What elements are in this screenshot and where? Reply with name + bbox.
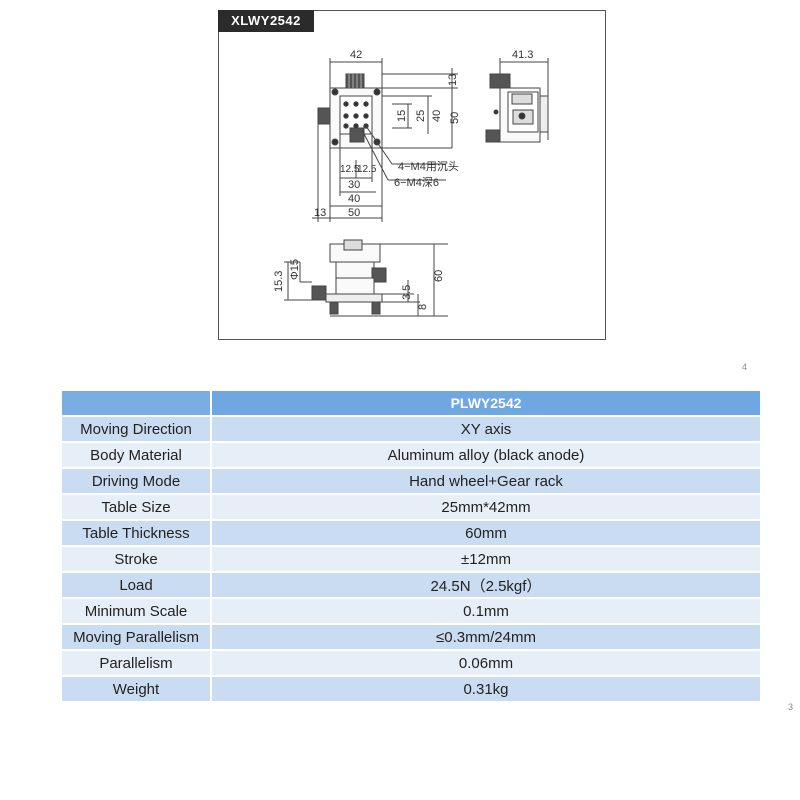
dim-15-inner: 15 xyxy=(396,110,408,122)
row-value: 24.5N（2.5kgf） xyxy=(212,573,760,599)
table-row: Body Material Aluminum alloy (black anod… xyxy=(62,443,760,469)
row-label: Table Thickness xyxy=(62,521,212,547)
row-label: Parallelism xyxy=(62,651,212,677)
technical-drawing: 42 13 40 50 15 25 12.5 12.5 30 40 13 50 … xyxy=(273,49,549,317)
row-label: Driving Mode xyxy=(62,469,212,495)
dim-41-3: 41.3 xyxy=(512,49,533,61)
dim-42: 42 xyxy=(350,49,362,61)
page-number-upper: 4 xyxy=(742,362,748,372)
dim-60: 60 xyxy=(433,270,445,282)
table-row: Weight 0.31kg xyxy=(62,677,760,703)
dim-50-right: 50 xyxy=(449,112,461,124)
row-value: Hand wheel+Gear rack xyxy=(212,469,760,495)
dim-12-5-a: 12.5 xyxy=(340,164,360,175)
spec-table: PLWY2542 Moving Direction XY axis Body M… xyxy=(62,391,760,703)
row-label: Table Size xyxy=(62,495,212,521)
row-label: Stroke xyxy=(62,547,212,573)
table-row: Driving Mode Hand wheel+Gear rack xyxy=(62,469,760,495)
table-row: Minimum Scale 0.1mm xyxy=(62,599,760,625)
header-model: PLWY2542 xyxy=(212,391,760,417)
dim-40-bottom: 40 xyxy=(348,193,360,205)
dim-15-3: 15.3 xyxy=(273,271,285,292)
table-row: Stroke ±12mm xyxy=(62,547,760,573)
row-value: 0.06mm xyxy=(212,651,760,677)
row-label: Load xyxy=(62,573,212,599)
row-label: Weight xyxy=(62,677,212,703)
dim-50-bottom: 50 xyxy=(348,207,360,219)
table-row: Table Size 25mm*42mm xyxy=(62,495,760,521)
table-row: Table Thickness 60mm xyxy=(62,521,760,547)
table-row: Parallelism 0.06mm xyxy=(62,651,760,677)
row-value: XY axis xyxy=(212,417,760,443)
callout-m4-depth: 6−M4深6 xyxy=(394,176,439,189)
dim-40-right: 40 xyxy=(431,110,443,122)
row-value: 25mm*42mm xyxy=(212,495,760,521)
front-view xyxy=(284,239,448,317)
table-header-row: PLWY2542 xyxy=(62,391,760,417)
table-row: Moving Direction XY axis xyxy=(62,417,760,443)
dim-12-5-b: 12.5 xyxy=(357,164,377,175)
dim-25-inner: 25 xyxy=(415,110,427,122)
row-label: Moving Direction xyxy=(62,417,212,443)
row-value: Aluminum alloy (black anode) xyxy=(212,443,760,469)
row-label: Minimum Scale xyxy=(62,599,212,625)
dim-8: 8 xyxy=(417,304,429,310)
page-number-lower: 3 xyxy=(788,702,794,712)
row-value: 60mm xyxy=(212,521,760,547)
table-row: Load 24.5N（2.5kgf） xyxy=(62,573,760,599)
top-view xyxy=(312,58,458,222)
dim-phi15: Φ15 xyxy=(289,259,301,280)
dim-3-5: 3.5 xyxy=(401,285,413,300)
dim-13-bottom: 13 xyxy=(314,207,326,219)
header-blank-cell xyxy=(62,391,212,417)
table-row: Moving Parallelism ≤0.3mm/24mm xyxy=(62,625,760,651)
dim-30: 30 xyxy=(348,179,360,191)
model-tag: XLWY2542 xyxy=(218,10,314,32)
dim-13-top: 13 xyxy=(447,74,459,86)
row-value: ≤0.3mm/24mm xyxy=(212,625,760,651)
side-view xyxy=(485,58,549,143)
technical-drawing-frame xyxy=(218,10,606,340)
row-label: Body Material xyxy=(62,443,212,469)
row-value: 0.31kg xyxy=(212,677,760,703)
row-label: Moving Parallelism xyxy=(62,625,212,651)
row-value: 0.1mm xyxy=(212,599,760,625)
callout-m4-counterbore: 4−M4用沉头 xyxy=(398,160,459,173)
row-value: ±12mm xyxy=(212,547,760,573)
